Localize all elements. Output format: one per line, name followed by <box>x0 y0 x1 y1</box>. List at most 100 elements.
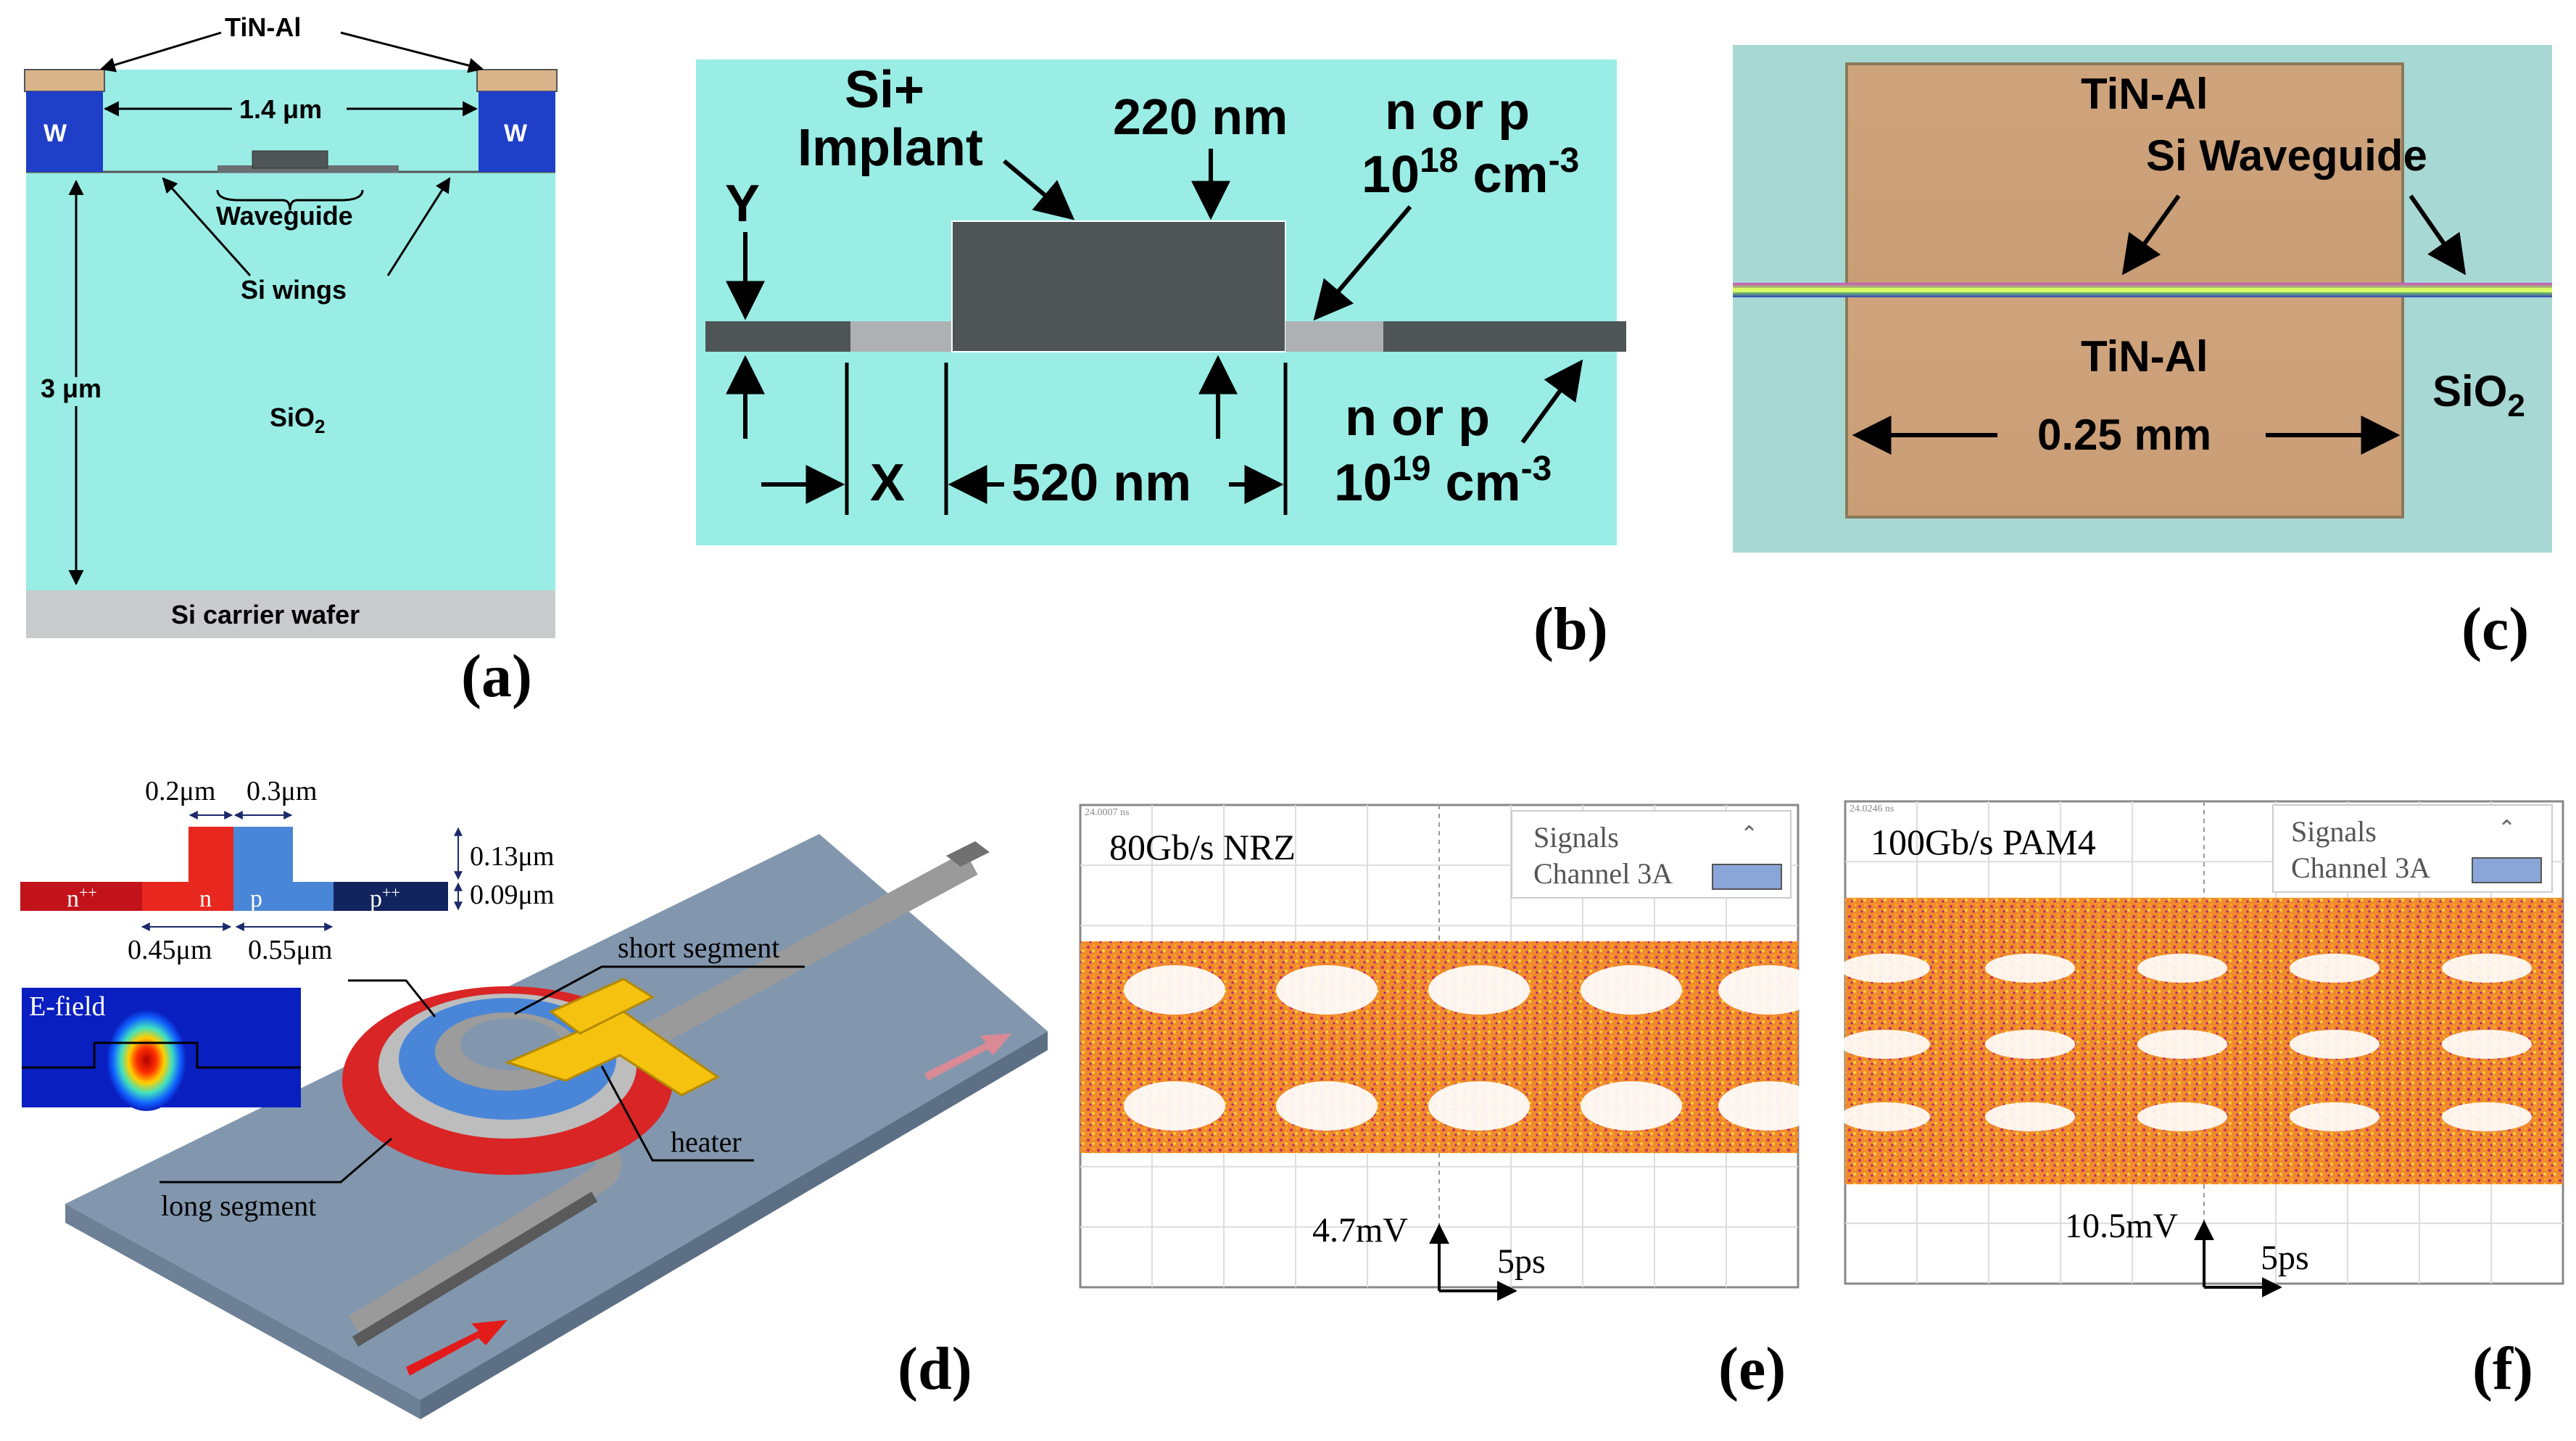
heater-label: heater <box>671 1126 742 1158</box>
y-label: Y <box>725 175 760 233</box>
doping-p <box>233 882 334 911</box>
doping-p-rib <box>233 827 293 882</box>
si-waveguide-label: Si Waveguide <box>2146 131 2427 180</box>
dopant-bot-arrow <box>1520 359 1583 444</box>
long-segment-label: long segment <box>161 1189 316 1222</box>
dopant-bot-2: 1019 cm-3 <box>1334 450 1552 512</box>
short-segment-label: short segment <box>618 931 779 964</box>
long-segment-leader <box>160 1137 392 1184</box>
legend-item-f: Channel 3A <box>2291 851 2430 884</box>
dopant-bot-1: n or p <box>1345 389 1490 447</box>
eye-title-f: 100Gb/s PAM4 <box>1871 822 2096 862</box>
panel-d-ring-modulator: n++ n p p++ 0.2μm 0.3μm 0.13μm 0.09μm 0.… <box>20 776 1048 1419</box>
tin-al-bottom-c-label: TiN-Al <box>2081 332 2208 381</box>
eye-opening <box>2137 1030 2227 1059</box>
dim-055: 0.55μm <box>248 935 332 965</box>
legend-item-e: Channel 3A <box>1533 857 1673 890</box>
dopant-top-arrow <box>1313 205 1412 321</box>
waveguide-label: Waveguide <box>216 201 353 231</box>
tin-al-arrow-right <box>340 31 484 73</box>
eye-openings-f <box>1840 954 2532 1131</box>
w-label-left: W <box>44 120 67 147</box>
legend-title-e: Signals <box>1533 821 1619 854</box>
eye-opening <box>1985 1102 2075 1131</box>
panel-c-micrograph: TiN-Al Si Waveguide TiN-Al 0.25 mm SiO2 … <box>1733 45 2552 663</box>
panel-label-b: (b) <box>1533 595 1608 663</box>
eye-openings-e <box>1124 965 1820 1131</box>
eye-opening <box>1840 954 1930 983</box>
waveguide-arrow-2 <box>2409 194 2467 276</box>
si-wings-label: Si wings <box>241 275 347 305</box>
bus-waveguide-end <box>946 841 990 867</box>
heater-leader <box>600 1065 754 1162</box>
input-light-arrow <box>406 1320 508 1376</box>
waveguide-brace <box>216 189 364 211</box>
n-plus-plus-label: n++ <box>67 883 97 912</box>
short-segment-leader <box>514 965 805 1015</box>
eye-opening <box>1428 1081 1530 1131</box>
implant-arrow <box>1003 159 1075 220</box>
scope-corner-e: 24.0007 ns <box>1085 807 1129 818</box>
doping-n-rib <box>189 827 233 882</box>
bus-waveguide-wall <box>352 1192 598 1347</box>
scope-corner-f: 24.0246 ns <box>1850 804 1894 814</box>
dim-03: 0.3μm <box>247 776 317 806</box>
waveguide-core <box>252 150 328 169</box>
tin-al-label: TiN-Al <box>225 12 301 42</box>
eye-opening <box>1840 1030 1930 1059</box>
eye-opening <box>1581 1081 1682 1131</box>
voltage-scale-e: 4.7mV <box>1312 1211 1408 1250</box>
eye-opening <box>1124 965 1225 1015</box>
panel-f-eye-diagram-pam4: 24.0246 ns 100Gb/s PAM4 Signals ⌃ Channe… <box>1840 800 2564 1403</box>
eye-title-e: 80Gb/s NRZ <box>1109 827 1296 867</box>
slab-dark-right <box>1383 321 1626 352</box>
carrier-label: Si carrier wafer <box>171 600 360 629</box>
legend-swatch-e <box>1712 864 1782 890</box>
slab-dark-left <box>705 321 850 352</box>
panel-label-c: (c) <box>2461 595 2529 663</box>
p-plus-plus-label: p++ <box>370 883 400 912</box>
eye-opening <box>2290 1030 2380 1059</box>
si-carrier-wafer <box>26 590 555 638</box>
width-label: 1.4 μm <box>239 94 322 124</box>
slab-light-left <box>850 321 952 352</box>
sio2-label-a: SiO2 <box>270 402 325 437</box>
tungsten-via-left <box>26 91 103 172</box>
x-label: X <box>870 454 905 512</box>
voltage-scale-f: 10.5mV <box>2065 1207 2178 1245</box>
tin-al-top-c-label: TiN-Al <box>2081 70 2208 118</box>
eye-opening <box>1985 954 2075 983</box>
thickness-label: 220 nm <box>1113 88 1288 145</box>
waveguide-arrow-1 <box>2121 194 2181 276</box>
rib-core <box>951 220 1286 352</box>
tin-al-pad-left <box>24 69 105 92</box>
eye-opening <box>2137 954 2227 983</box>
panel-e-eye-diagram-nrz: 24.0007 ns 80Gb/s NRZ Signals ⌃ Channel … <box>1079 804 1820 1403</box>
heater-arm <box>549 978 655 1035</box>
dopant-top-2: 1018 cm-3 <box>1362 141 1579 204</box>
efield-mode <box>107 1009 186 1111</box>
tungsten-via-right <box>479 91 555 172</box>
eye-opening <box>2290 1102 2380 1131</box>
eye-opening <box>1718 965 1820 1015</box>
panel-label-e: (e) <box>1718 1335 1786 1403</box>
implant-label-2: Implant <box>798 119 983 177</box>
height-label: 3 μm <box>41 373 102 403</box>
legend-title-f: Signals <box>2291 815 2377 848</box>
substrate-front <box>421 1031 1048 1419</box>
eye-opening <box>1840 1102 1930 1131</box>
legend-collapse-icon-e[interactable]: ⌃ <box>1740 822 1758 846</box>
eye-opening <box>1276 1081 1378 1131</box>
width-c-label: 0.25 mm <box>2037 410 2211 459</box>
time-scale-f: 5ps <box>2261 1239 2309 1277</box>
eye-opening <box>2290 954 2380 983</box>
waveguide-core-line <box>1733 288 2552 292</box>
p-label: p <box>250 885 262 912</box>
sio2-cladding <box>26 70 555 590</box>
dim-02: 0.2μm <box>145 776 215 806</box>
si-wings-arrow-left <box>162 177 252 277</box>
dim-045: 0.45μm <box>128 935 212 965</box>
legend-collapse-icon-f[interactable]: ⌃ <box>2498 817 2516 841</box>
eye-opening <box>1985 1030 2075 1059</box>
